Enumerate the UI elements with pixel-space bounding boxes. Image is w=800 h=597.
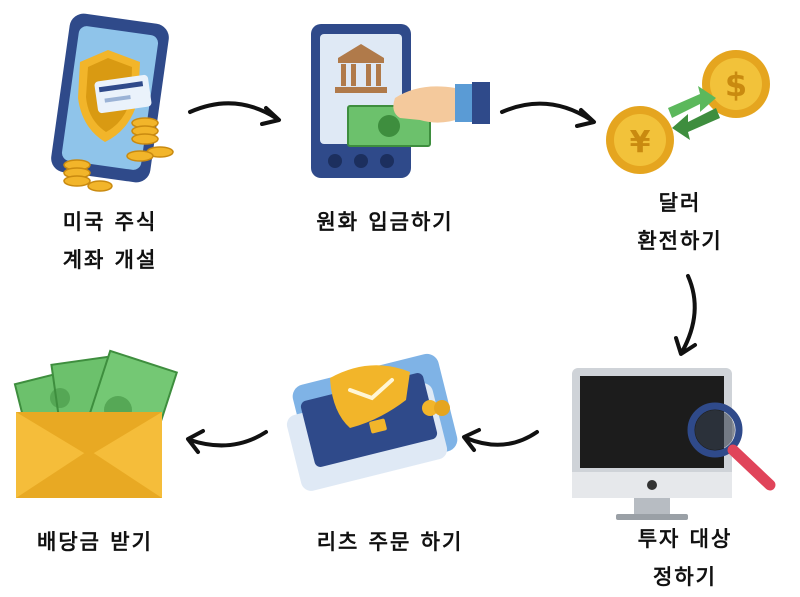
arrow-step1-to-step2	[188, 101, 281, 126]
step-label-line: 배당금 받기	[37, 530, 153, 554]
step-label-line: 환전하기	[637, 229, 723, 253]
step-label-deposit-won: 원화 입금하기	[285, 203, 485, 241]
step-label-choose-target: 투자 대상 정하기	[600, 520, 770, 596]
step-label-line: 리츠 주문 하기	[316, 530, 464, 554]
arrow-step4-to-step5	[462, 428, 539, 452]
monitor-magnifier-icon	[572, 368, 776, 520]
step-label-receive-dividend: 배당금 받기	[10, 523, 180, 561]
envelope-cash-icon	[13, 349, 179, 498]
step-label-exchange-dollar: 달러 환전하기	[600, 184, 760, 260]
svg-text:¥: ¥	[630, 125, 651, 160]
arrow-step2-to-step3	[500, 101, 596, 128]
step-label-line: 미국 주식	[62, 210, 158, 234]
step-label-open-account: 미국 주식 계좌 개설	[30, 203, 190, 279]
step-label-line: 계좌 개설	[62, 248, 158, 272]
step-label-order-reits: 리츠 주문 하기	[290, 523, 490, 561]
svg-text:$: $	[725, 66, 747, 104]
step-label-line: 달러	[658, 191, 702, 215]
arrow-step5-to-step6	[186, 429, 268, 454]
phone-shield-card-icon	[51, 13, 174, 192]
step-label-line: 원화 입금하기	[316, 210, 454, 234]
step-label-line: 투자 대상	[637, 527, 733, 551]
coin-exchange-icon: $ ¥	[606, 50, 770, 174]
bank-phone-cash-icon	[311, 24, 490, 178]
step-label-line: 정하기	[653, 565, 717, 589]
card-phone-shield-icon	[286, 353, 458, 491]
arrow-step3-to-step4	[674, 274, 697, 356]
